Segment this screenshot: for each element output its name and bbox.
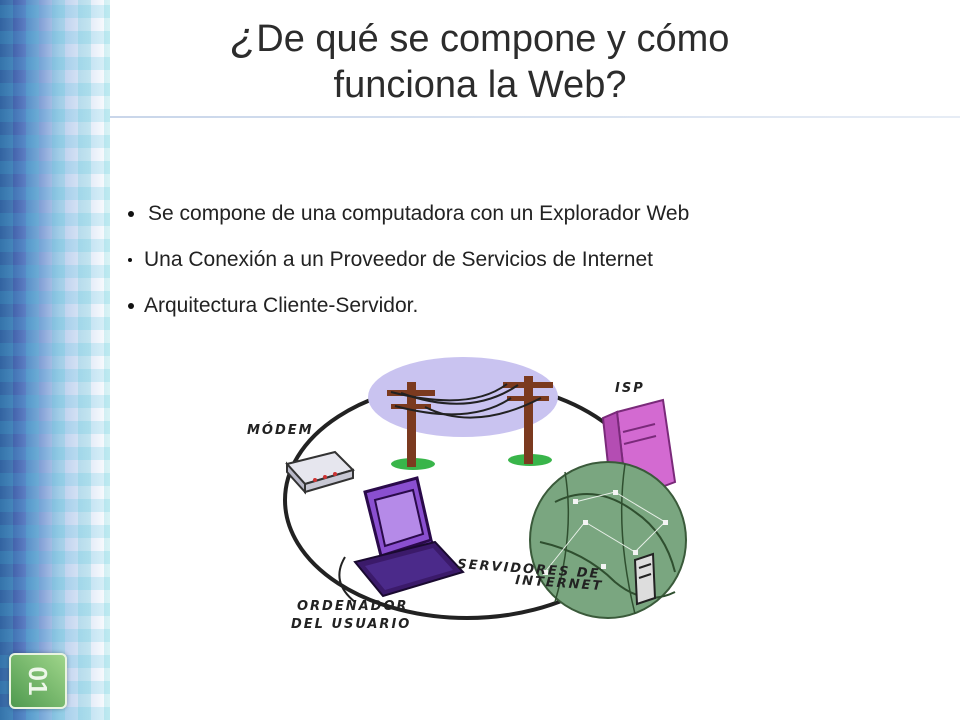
decorative-sidebar bbox=[0, 0, 110, 720]
bullet-dot-icon bbox=[128, 258, 132, 262]
internet-globe-icon bbox=[529, 461, 687, 619]
title-line-2: funciona la Web? bbox=[333, 64, 627, 106]
bullet-text: Se compone de una computadora con un Exp… bbox=[148, 202, 690, 225]
slide-number-tile: 01 bbox=[9, 653, 67, 709]
bullet-text: Una Conexión a un Proveedor de Servicios… bbox=[144, 248, 653, 271]
bullet-dot-icon bbox=[128, 303, 134, 309]
user-computer-icon bbox=[338, 476, 465, 603]
title-question-mark: ¿ bbox=[230, 13, 257, 60]
slide-title: ¿De qué se compone y cómo funciona la We… bbox=[120, 14, 840, 108]
bullet-text: Arquitectura Cliente-Servidor. bbox=[144, 294, 419, 317]
user-label-line-1: ORDENADOR bbox=[297, 599, 409, 614]
modem-icon bbox=[285, 450, 355, 495]
web-server-icon bbox=[633, 552, 657, 606]
user-label-line-2: DEL USUARIO bbox=[291, 617, 411, 632]
modem-label: MÓDEM bbox=[247, 422, 314, 438]
web-architecture-illustration: MÓDEM ISP SERVIDORES DE INTERNET ORDENAD… bbox=[247, 357, 687, 632]
utility-poles-icon bbox=[387, 376, 553, 467]
bullet-dot-icon bbox=[128, 211, 134, 217]
title-divider bbox=[110, 116, 960, 118]
title-line-1: De qué se compone y cómo bbox=[256, 18, 730, 60]
servers-label-line-2: INTERNET bbox=[515, 573, 604, 594]
isp-label: ISP bbox=[615, 381, 645, 396]
